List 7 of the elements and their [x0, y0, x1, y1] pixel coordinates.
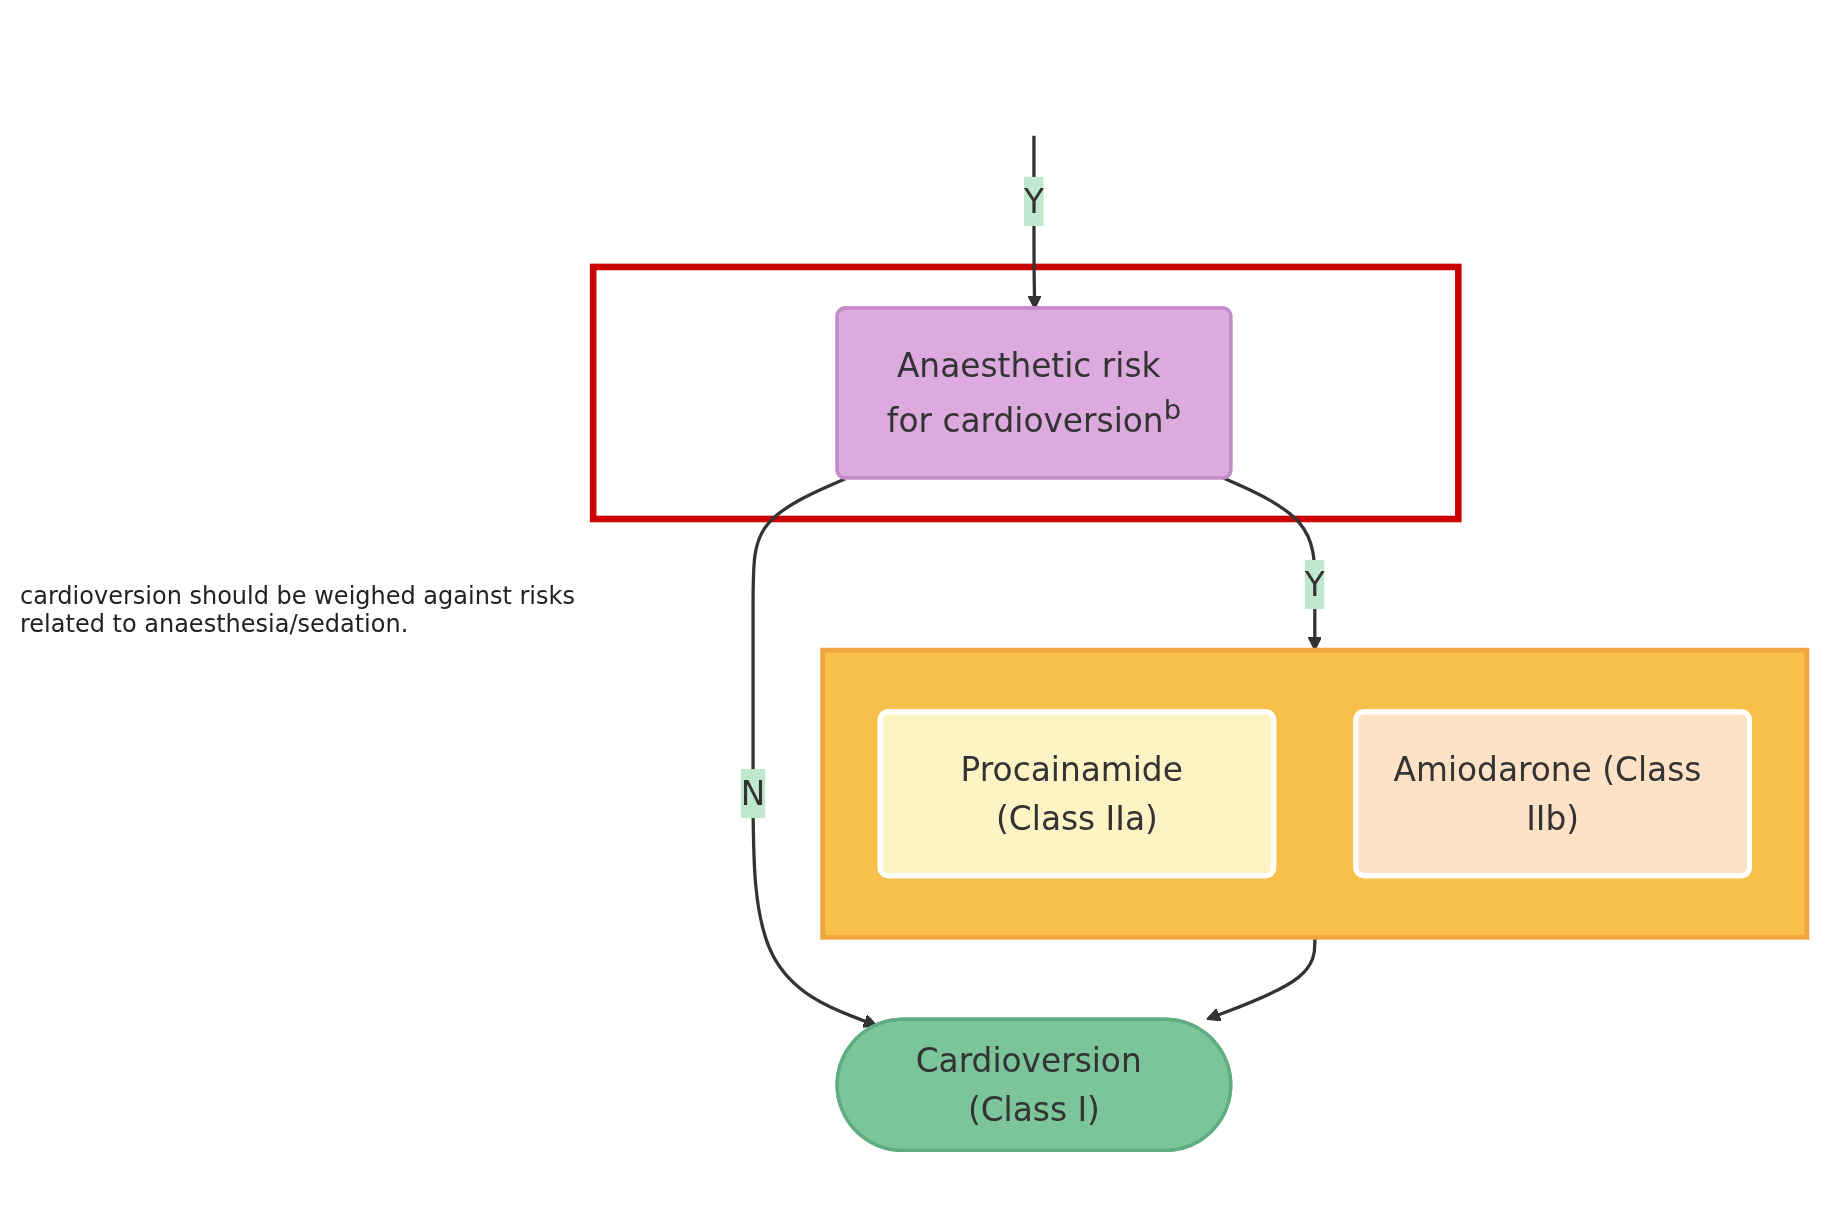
cluster [589, 263, 1462, 522]
note-text: cardioversion should be weighed against risks related to anaesthesia/sedation. [20, 582, 576, 638]
arrow [751, 476, 878, 1028]
edge-label: Y [1304, 564, 1325, 604]
edge-label: Y [1023, 181, 1044, 221]
cluster [820, 647, 1810, 940]
edge-label: N [740, 773, 766, 814]
